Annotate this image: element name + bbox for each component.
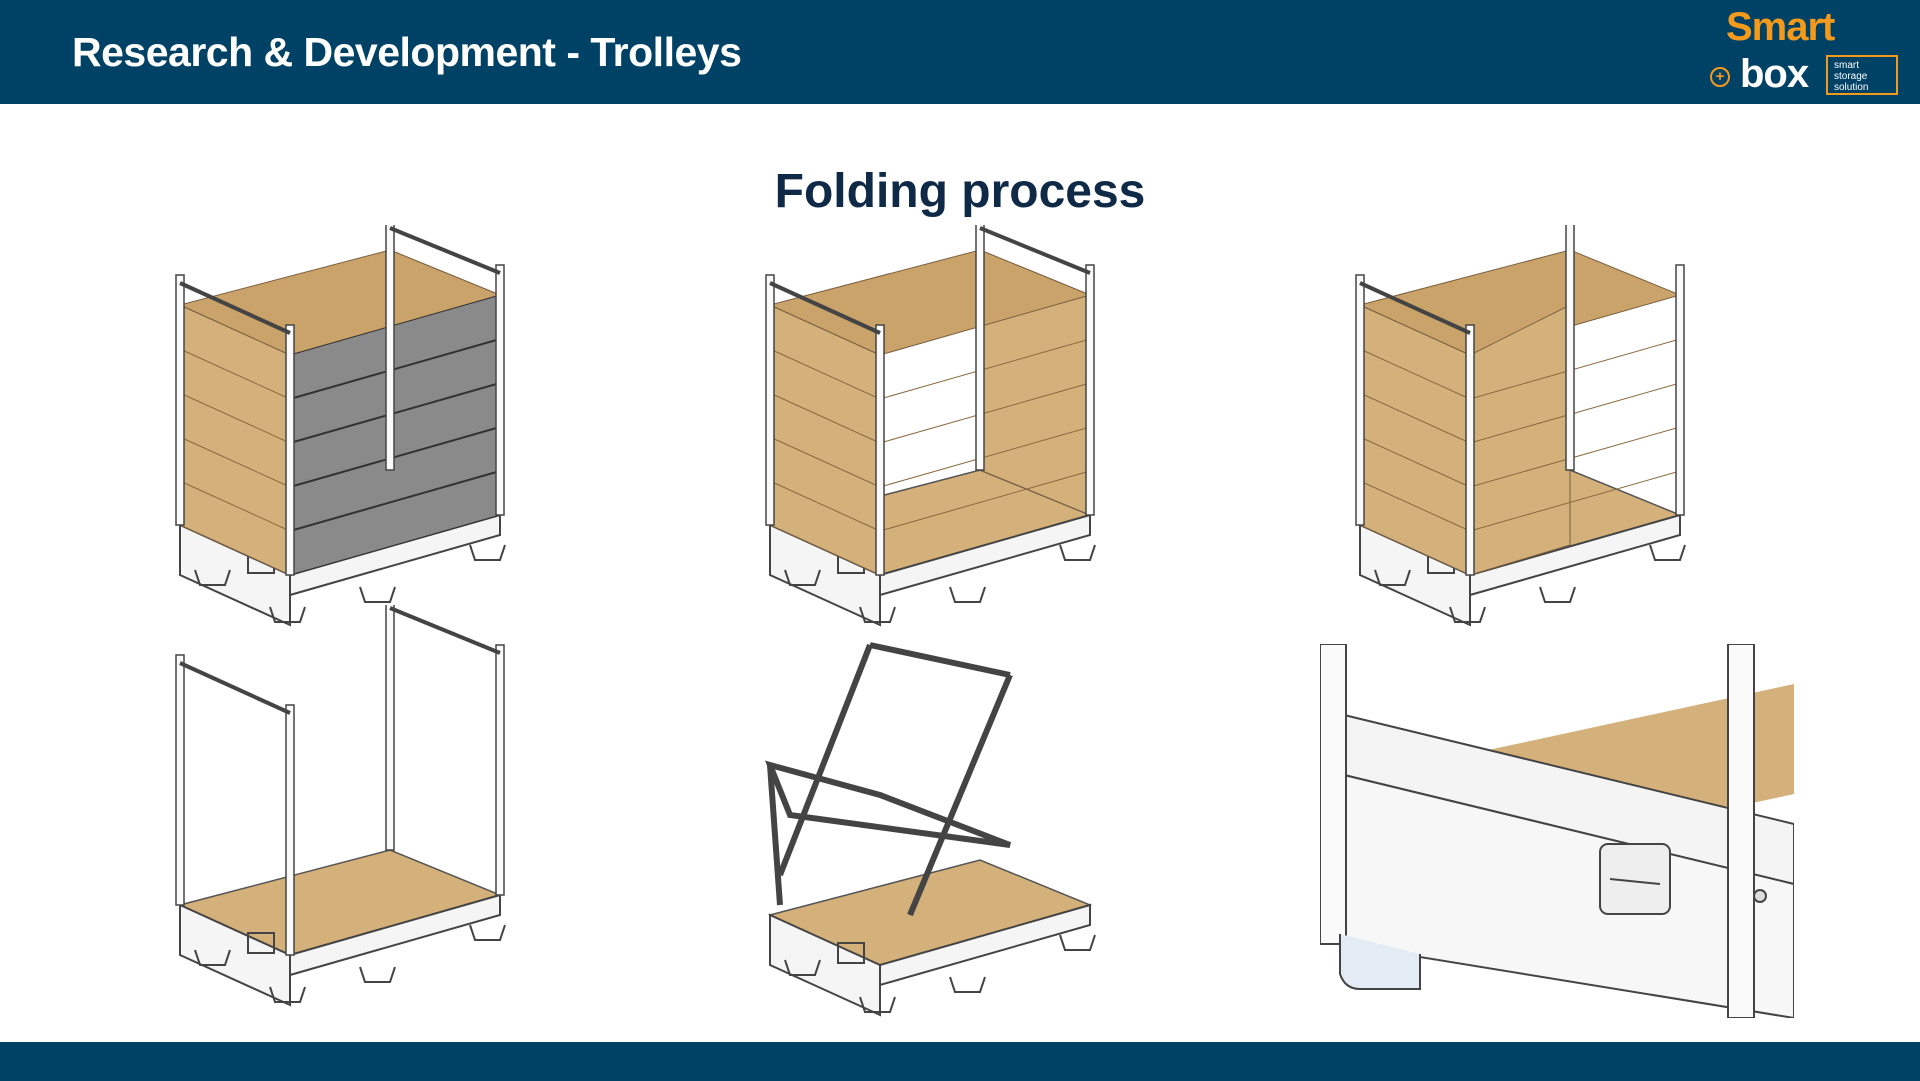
logo-tagline: smart storage solution <box>1826 55 1898 95</box>
footer-bar <box>0 1042 1920 1081</box>
trolley-step-2-image <box>760 219 1180 645</box>
smartbox-logo: Smart box + smart storage solution <box>1696 5 1906 99</box>
logo-smart: Smart <box>1726 5 1835 49</box>
plus-icon: + <box>1710 67 1730 87</box>
header-bar: Research & Development - Trolleys Smart … <box>0 0 1920 104</box>
header-title: Research & Development - Trolleys <box>72 29 742 75</box>
trolley-step-1-image <box>170 219 590 645</box>
tagline-line: solution <box>1834 82 1869 93</box>
logo-box: box <box>1740 52 1809 96</box>
trolley-step-5-image <box>760 615 1180 1035</box>
tagline-line: storage <box>1834 71 1868 82</box>
trolley-step-4-image <box>170 599 590 1025</box>
tagline-line: smart <box>1834 60 1859 71</box>
trolley-step-3-image <box>1350 219 1770 645</box>
trolley-detail-image <box>1319 643 1795 1020</box>
page-title: Folding process <box>774 165 1146 218</box>
